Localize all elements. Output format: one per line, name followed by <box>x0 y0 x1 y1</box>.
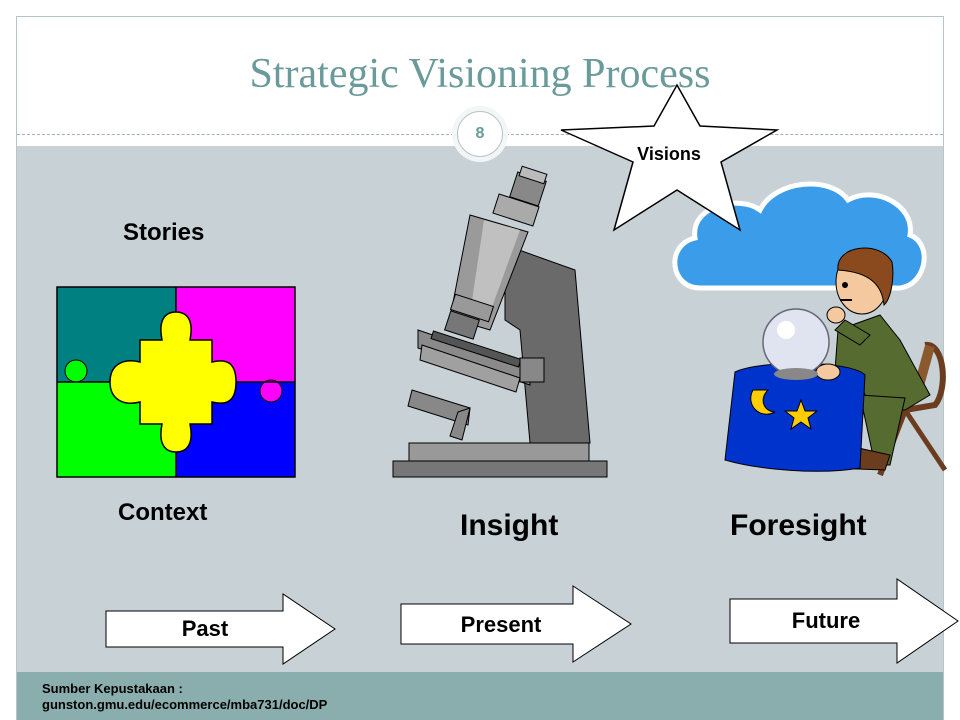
source-heading: Sumber Kepustakaan : <box>42 681 183 696</box>
source-url: gunston.gmu.edu/ecommerce/mba731/doc/DP <box>42 697 328 712</box>
stories-label: Stories <box>123 219 205 246</box>
arrow-present-label: Present <box>461 612 542 637</box>
source-citation: Sumber Kepustakaan : gunston.gmu.edu/eco… <box>42 681 402 713</box>
arrow-past-label: Past <box>182 616 229 641</box>
arrow-future: Future <box>729 578 959 664</box>
visions-label: Visions <box>637 144 701 164</box>
page-number: 8 <box>475 125 485 142</box>
slide-title: Strategic Visioning Process <box>249 51 711 97</box>
arrow-future-label: Future <box>792 608 860 633</box>
footer-band <box>17 672 943 720</box>
arrow-present: Present <box>400 585 632 663</box>
context-label: Context <box>118 499 208 526</box>
insight-label: Insight <box>460 509 559 542</box>
page-number-badge: 8 <box>457 111 503 157</box>
arrow-past: Past <box>105 593 336 665</box>
foresight-label: Foresight <box>730 509 867 542</box>
